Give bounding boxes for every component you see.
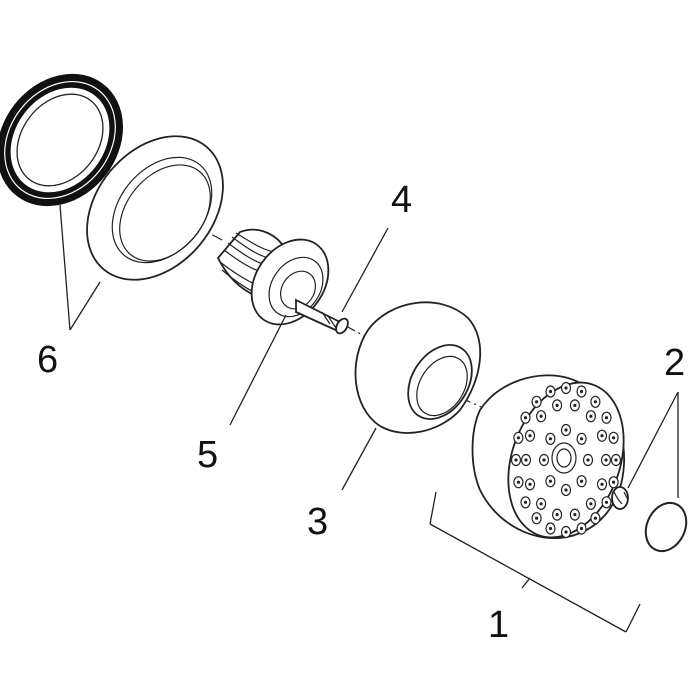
callout-3: 3 bbox=[307, 501, 329, 543]
nozzle-hole-center bbox=[528, 482, 532, 486]
nozzle-hole-center bbox=[548, 479, 553, 483]
nozzle-hole-center bbox=[539, 502, 543, 506]
nozzle-hole-center bbox=[548, 437, 553, 441]
shower-head bbox=[471, 374, 625, 539]
nozzle-hole-center bbox=[548, 526, 553, 531]
nozzle-hole-center bbox=[580, 437, 584, 441]
nozzle-hole-center bbox=[542, 458, 546, 462]
nozzle-hole-center bbox=[604, 416, 609, 420]
leader-lines bbox=[59, 204, 679, 633]
nozzle-holes bbox=[510, 381, 622, 539]
nozzle-hole-center bbox=[593, 400, 598, 404]
callout-4: 4 bbox=[391, 179, 413, 221]
nozzle-hole-center bbox=[564, 530, 568, 534]
nozzle-hole-center bbox=[580, 479, 584, 483]
nozzle-hole-center bbox=[612, 436, 616, 440]
threaded-fitting bbox=[216, 228, 349, 335]
o-ring bbox=[644, 501, 688, 553]
nozzle-hole-center bbox=[555, 513, 559, 517]
nozzle-hole-center bbox=[579, 526, 584, 531]
nozzle-hole-center bbox=[535, 516, 539, 520]
callout-5: 5 bbox=[197, 434, 219, 476]
nozzle-hole-center bbox=[535, 400, 539, 404]
nozzle-hole-center bbox=[573, 403, 577, 407]
ball-cover bbox=[354, 301, 481, 434]
nozzle-hole-center bbox=[564, 386, 568, 390]
nozzle-hole-center bbox=[579, 389, 584, 394]
nozzle-hole-center bbox=[548, 389, 553, 394]
nozzle-hole-center bbox=[589, 502, 593, 506]
nozzle-hole-center bbox=[614, 458, 618, 462]
nozzle-hole-center bbox=[524, 458, 528, 462]
nozzle-hole-center bbox=[564, 488, 568, 492]
nozzle-hole-center bbox=[604, 500, 609, 504]
nozzle-hole-center bbox=[604, 458, 608, 462]
nozzle-hole-center bbox=[600, 434, 604, 438]
nozzle-hole-center bbox=[516, 436, 521, 440]
seal-ring-black bbox=[0, 73, 123, 207]
callout-2: 2 bbox=[664, 342, 686, 384]
callout-6: 6 bbox=[37, 339, 59, 381]
nozzle-hole-center bbox=[564, 428, 568, 432]
nozzle-hole-center bbox=[528, 434, 532, 438]
nozzle-hole-center bbox=[539, 414, 543, 418]
rosette-ring bbox=[86, 135, 224, 281]
callout-1: 1 bbox=[488, 604, 510, 646]
nozzle-hole-center bbox=[593, 516, 598, 520]
nozzle-hole-center bbox=[612, 480, 616, 484]
nozzle-hole-center bbox=[514, 458, 518, 462]
nozzle-hole-center bbox=[523, 416, 528, 420]
nozzle-hole-center bbox=[523, 500, 528, 504]
nozzle-hole-center bbox=[573, 513, 577, 517]
nozzle-hole-center bbox=[555, 403, 559, 407]
nozzle-hole-center bbox=[589, 414, 593, 418]
nozzle-hole-center bbox=[586, 458, 590, 462]
nozzle-hole-center bbox=[600, 482, 604, 486]
nozzle-hole-center bbox=[516, 480, 521, 484]
retaining-clip bbox=[611, 486, 629, 510]
